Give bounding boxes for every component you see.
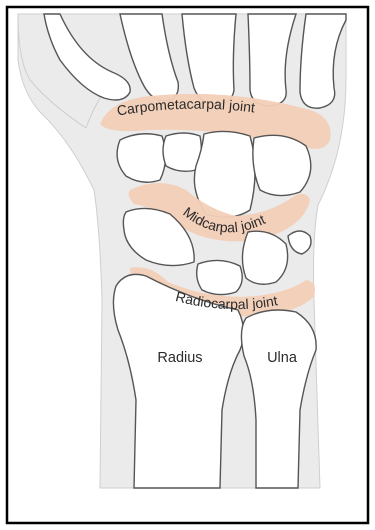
- radius-label: Radius: [157, 350, 202, 366]
- ulna-label: Ulna: [267, 350, 298, 366]
